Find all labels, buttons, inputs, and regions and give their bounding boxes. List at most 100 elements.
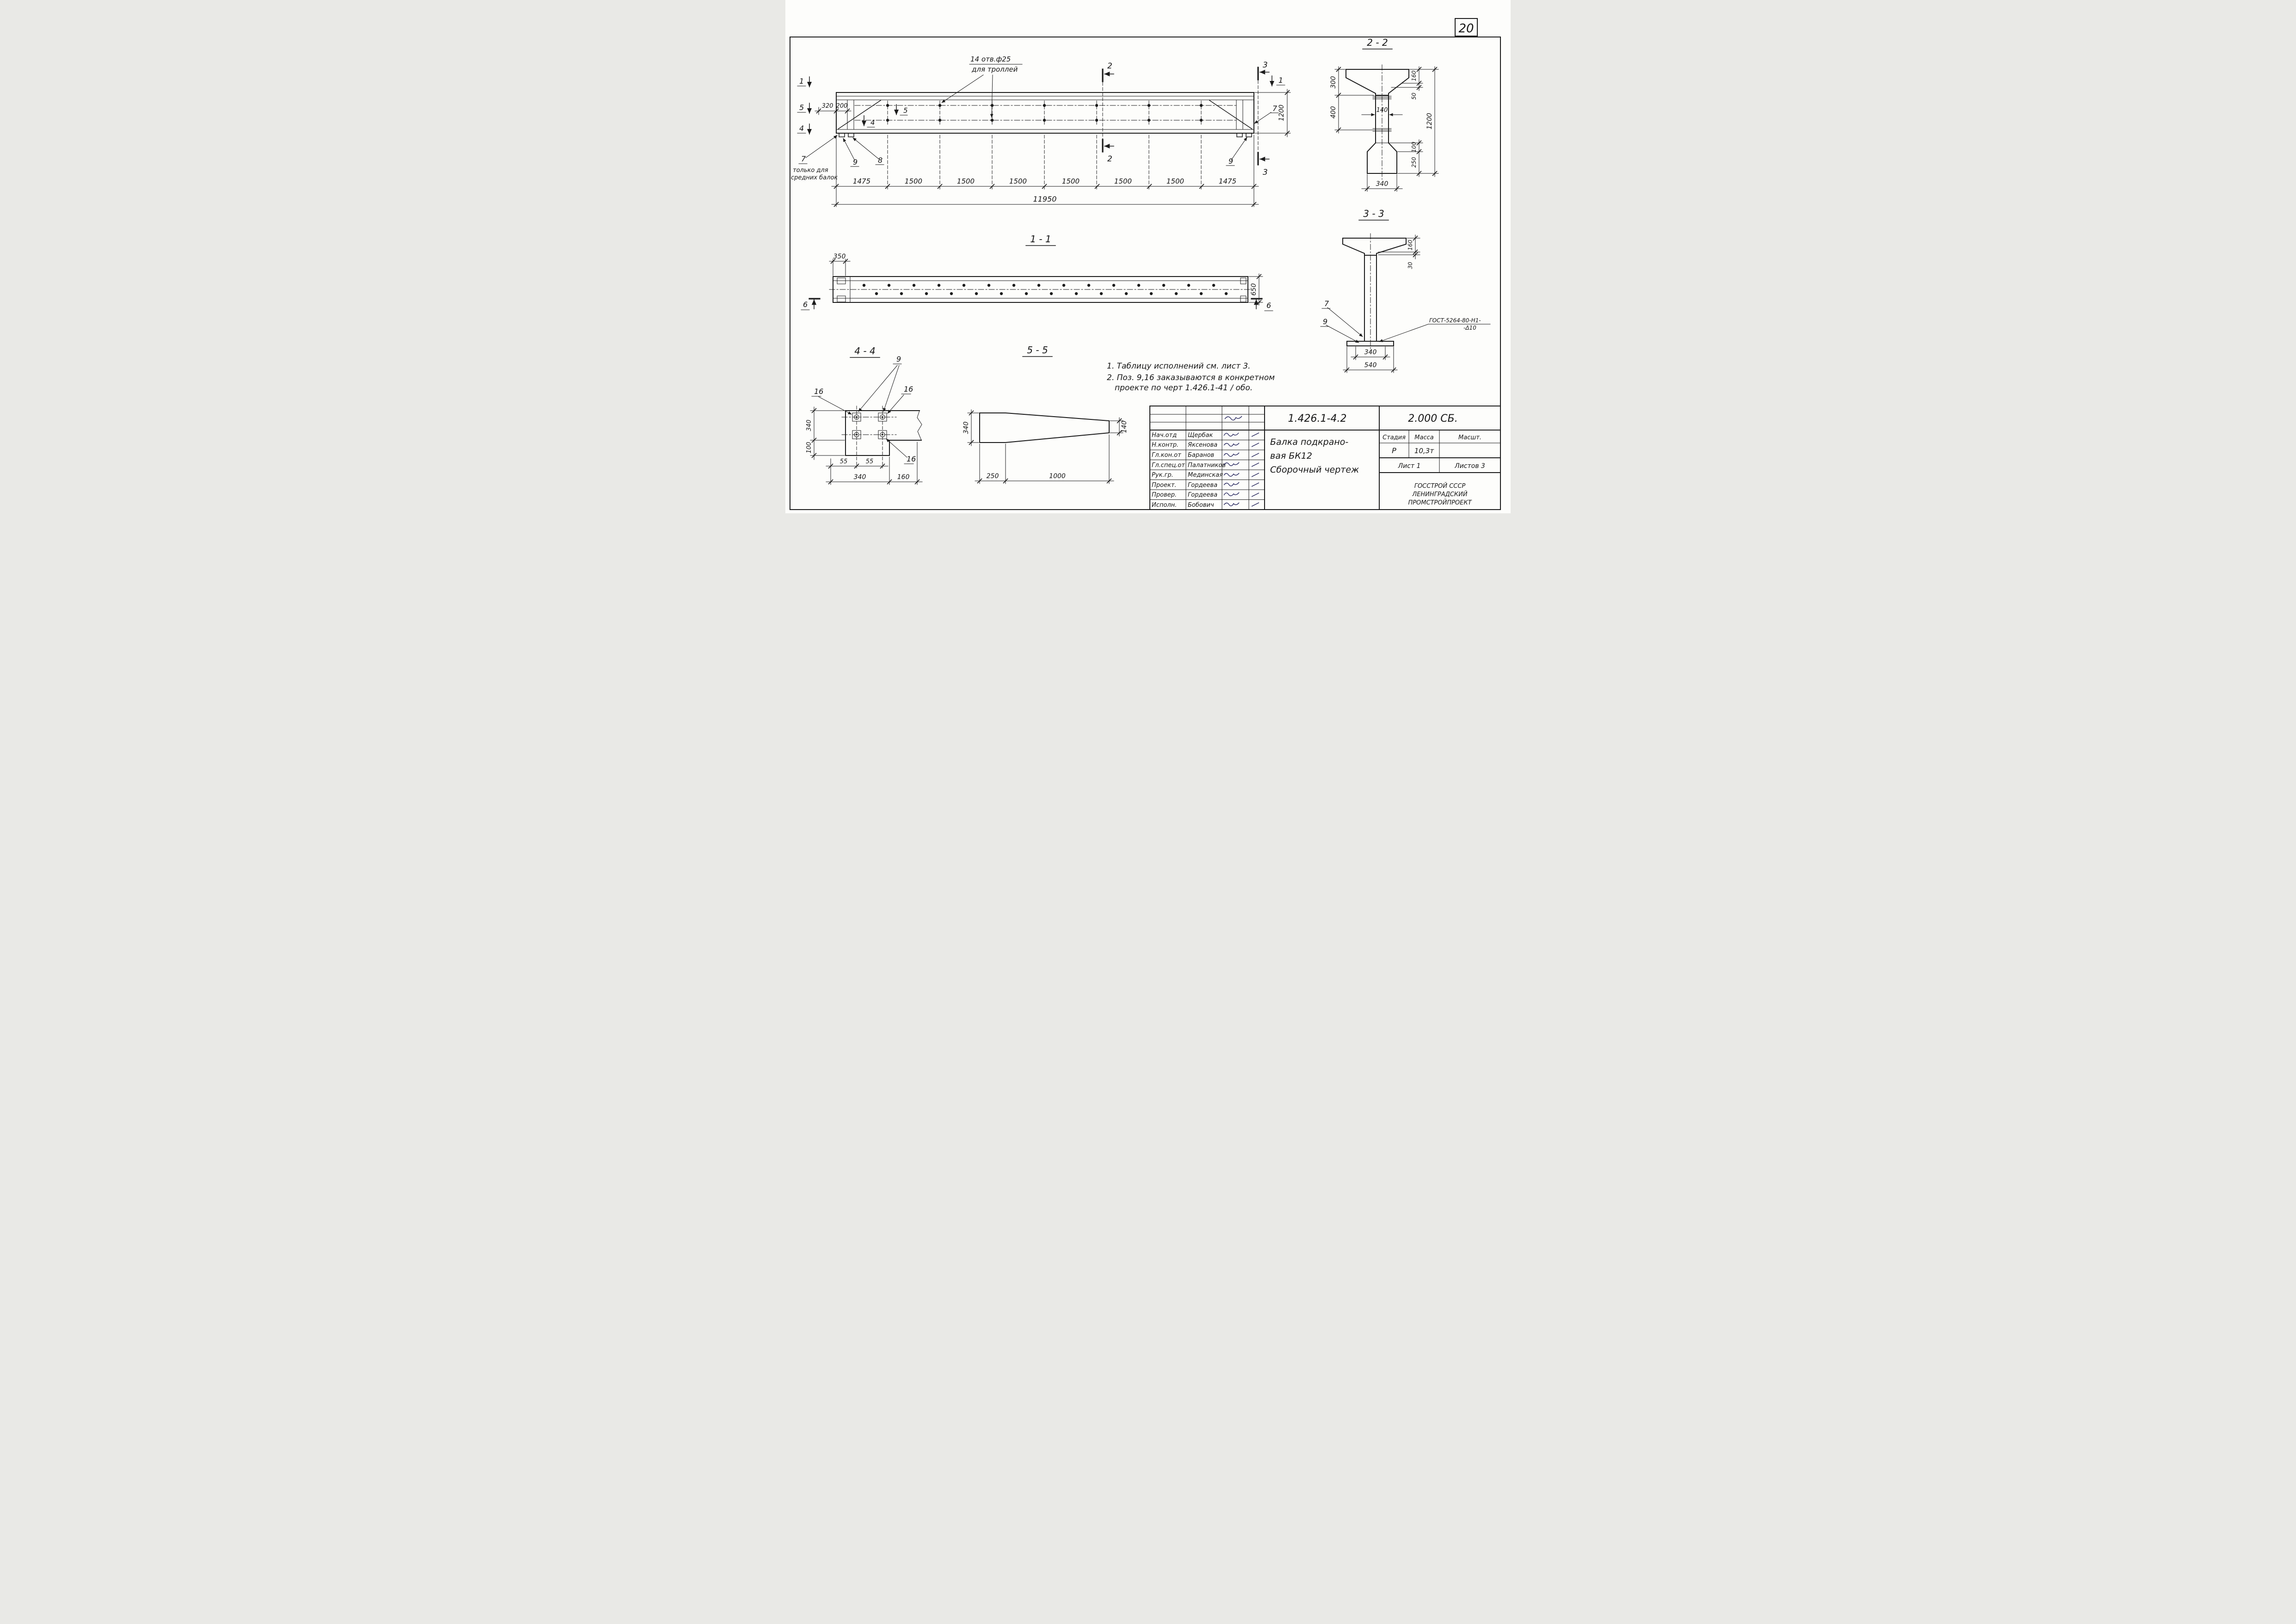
drawing-line [1209,99,1253,130]
role-label: Гл.спец.от [1152,462,1185,469]
pos-16-a: 16 [814,387,823,396]
drawing-line [925,292,928,295]
section-4-4: 4 - 4 9 16 16 16 340 [806,345,923,485]
drawing-title-line1: Балка подкрано- [1270,437,1348,447]
dim-seg-3: 1500 [957,177,975,185]
dim-ticks [828,463,885,469]
role-label: Провер. [1152,492,1177,498]
drawing-line [1327,307,1363,337]
dim-ticks [969,410,974,445]
drawing-line [1246,133,1252,137]
mark-5-inner: 5 [903,106,908,115]
drawing-line [1187,283,1191,287]
role-label: Исполн. [1152,502,1177,509]
drawing-line [837,99,882,130]
stage-header: Стадия [1383,434,1406,441]
role-label: Н.контр. [1152,442,1179,449]
section-5-5: 5 - 5 340 140 250 1000 [963,344,1128,484]
drawing-line [1149,292,1153,295]
drawing-line [1162,283,1166,287]
drawing-line [1256,274,1262,279]
pos-9: 9 [1323,317,1327,326]
drawing-line [1037,283,1041,287]
section-1-1-title: 1 - 1 [1030,234,1051,245]
drawing-line [937,283,941,287]
dim-seg-1: 1475 [853,177,870,185]
drawing-line [1124,292,1128,295]
dim-1200: 1200 [1426,113,1433,129]
drawing-line [880,432,885,437]
drawing-line [1199,184,1204,189]
drawing-line [1353,354,1358,360]
drawing-line [1413,249,1418,255]
gost-note-line1: ГОСТ-5264-80-Н1- [1429,317,1481,324]
drawing-line [1284,130,1290,136]
title-block: 1.426.1-4.2 2.000 СБ. Нач.отд Щербак Н.к… [1149,406,1501,510]
drawing-line [950,292,953,295]
dim-250: 250 [1411,157,1417,167]
dim-400: 400 [1330,106,1337,119]
drawing-line [1413,252,1418,258]
dim-50: 50 [1411,92,1417,100]
drawing-line [887,283,891,287]
drawing-line [828,463,833,469]
drawing-line [1223,432,1239,437]
drawing-line [852,412,861,422]
drawing-line [1000,292,1003,295]
person-name: Щербак [1188,432,1213,439]
drawing-line [1336,67,1341,72]
cut-label-2-top: 2 [1107,62,1112,71]
cut-label-3-top: 3 [1263,61,1268,70]
person-name: Гордеева [1188,482,1217,489]
dim-ticks [977,478,1112,484]
drawing-line [818,396,852,415]
drawing-line [1254,112,1271,124]
drawing-line [837,277,846,284]
dim-ticks [833,184,1257,189]
sheet-count: Листов 3 [1454,462,1485,470]
dim-ticks [1364,186,1400,191]
drawing-line [938,118,942,122]
mass-value: 10,3т [1414,447,1434,455]
dim-ticks [830,258,848,264]
trolley-holes-bottom [886,118,1203,122]
drawing-line [1240,295,1247,302]
drawing-line [1251,462,1259,467]
dim-140: 140 [1121,421,1128,433]
dim-340-bottom: 340 [854,474,866,481]
dim-height-1200: 1200 [1278,105,1285,121]
plan-bolts-top [862,283,1216,287]
drawing-line [1049,292,1053,295]
document-code: 2.000 СБ. [1408,413,1457,424]
drawing-line [900,292,903,295]
drawing-line [833,276,1248,303]
drawing-line [1251,482,1259,487]
drawing-line [1236,133,1243,137]
organization-line1: ГОССТРОЙ СССР [1414,482,1466,490]
drawing-line [833,108,839,114]
drawing-line [1212,283,1216,287]
drawing-line [937,184,943,189]
dim-seg-4: 1500 [1009,177,1027,185]
note-2-cont: проекте по черт 1.426.1-41 / обо. [1115,383,1253,393]
drawing-line [990,74,994,118]
dim-320: 320 [822,103,833,110]
dim-ticks [1416,140,1422,176]
dim-ticks [1284,90,1290,136]
dim-ticks [1432,67,1438,176]
section-3-3: 3 - 3 160 30 7 9 ГОСТ-5264-80-Н1- -Δ10 [1320,208,1491,373]
drawing-line [839,133,845,137]
dim-1000: 1000 [1049,473,1066,480]
drawing-line [912,283,916,287]
dim-seg-5: 1500 [1062,177,1080,185]
note-1: 1. Таблицу исполнений см. лист 3. [1107,362,1251,371]
gost-note-line2: -Δ10 [1463,325,1476,331]
section-1-1: 1 - 1 350 650 6 6 [801,234,1273,311]
drawing-line [1284,90,1290,95]
drawing-line [975,292,978,295]
dim-55-a: 55 [840,458,848,465]
drawing-line [1095,118,1099,122]
pos-7-note-1: только для [793,167,828,174]
page-number-box: 20 [1455,18,1478,37]
dim-250: 250 [987,473,999,480]
